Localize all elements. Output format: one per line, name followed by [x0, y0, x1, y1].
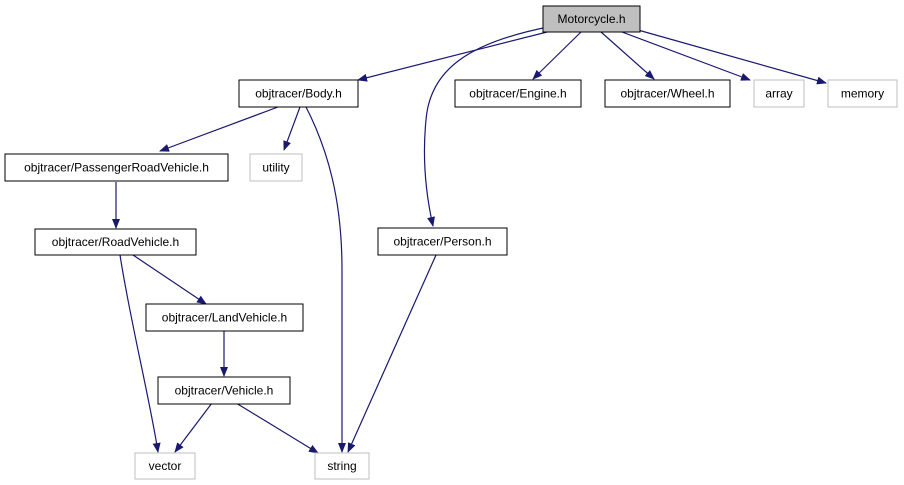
- node-objtracer-body-h[interactable]: objtracer/Body.h: [238, 79, 359, 108]
- svg-text:utility: utility: [262, 161, 289, 175]
- svg-text:objtracer/PassengerRoadVehicle: objtracer/PassengerRoadVehicle.h: [24, 161, 209, 175]
- node-objtracer-vehicle-h[interactable]: objtracer/Vehicle.h: [157, 376, 291, 405]
- node-memory[interactable]: memory: [827, 79, 898, 108]
- node-vector[interactable]: vector: [134, 452, 196, 480]
- node-utility[interactable]: utility: [249, 153, 303, 182]
- svg-text:vector: vector: [149, 459, 182, 473]
- node-objtracer-roadvehicle-h[interactable]: objtracer/RoadVehicle.h: [34, 228, 197, 256]
- edge-motorcycle-body: [357, 29, 556, 82]
- edge-vehicle-string: [235, 402, 319, 454]
- edge-vehicle-vector: [174, 402, 213, 453]
- edge-road-vector: [119, 254, 161, 453]
- node-array[interactable]: array: [753, 79, 805, 108]
- edge-motorcycle-memory: [637, 29, 827, 85]
- svg-text:string: string: [327, 459, 356, 473]
- edge-motorcycle-engine: [532, 31, 582, 80]
- node-motorcycle-h[interactable]: Motorcycle.h: [542, 5, 641, 33]
- node-objtracer-person-h[interactable]: objtracer/Person.h: [377, 227, 508, 256]
- svg-text:objtracer/Vehicle.h: objtracer/Vehicle.h: [175, 384, 274, 398]
- svg-text:Motorcycle.h: Motorcycle.h: [557, 12, 625, 26]
- edge-motorcycle-wheel: [600, 31, 655, 80]
- svg-text:objtracer/Engine.h: objtracer/Engine.h: [469, 87, 566, 101]
- svg-text:array: array: [765, 87, 792, 101]
- node-objtracer-passengerroadvehicle-h[interactable]: objtracer/PassengerRoadVehicle.h: [4, 153, 229, 182]
- nodes: Motorcycle.h objtracer/Body.h objtracer/…: [4, 5, 898, 480]
- svg-text:memory: memory: [841, 87, 884, 101]
- node-string[interactable]: string: [314, 452, 370, 480]
- edge-motorcycle-array: [621, 31, 751, 81]
- svg-text:objtracer/RoadVehicle.h: objtracer/RoadVehicle.h: [52, 235, 179, 249]
- svg-text:objtracer/Wheel.h: objtracer/Wheel.h: [620, 87, 714, 101]
- edge-road-land: [132, 254, 207, 305]
- edge-body-string: [305, 106, 346, 453]
- edges: [112, 26, 827, 454]
- svg-text:objtracer/Person.h: objtracer/Person.h: [393, 235, 491, 249]
- edge-person-string: [347, 254, 437, 453]
- edge-body-utility: [283, 106, 301, 151]
- svg-text:objtracer/LandVehicle.h: objtracer/LandVehicle.h: [162, 311, 287, 325]
- svg-text:objtracer/Body.h: objtracer/Body.h: [255, 87, 342, 101]
- node-objtracer-engine-h[interactable]: objtracer/Engine.h: [454, 79, 582, 108]
- node-objtracer-wheel-h[interactable]: objtracer/Wheel.h: [604, 79, 731, 108]
- edge-body-passenger: [159, 106, 279, 152]
- edge-motorcycle-person: [423, 26, 549, 227]
- node-objtracer-landvehicle-h[interactable]: objtracer/LandVehicle.h: [145, 303, 304, 332]
